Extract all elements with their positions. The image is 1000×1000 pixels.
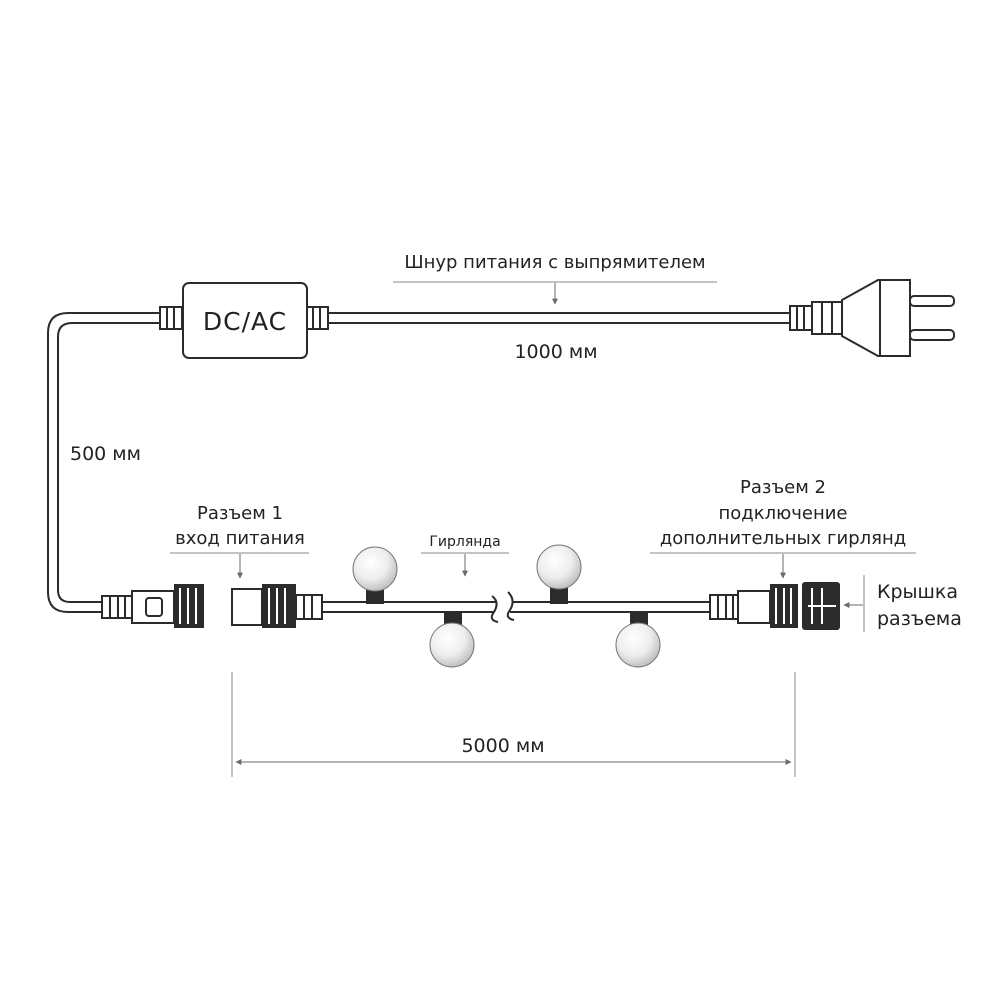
connector-cap-icon — [802, 582, 840, 630]
bulb-icon — [352, 546, 398, 604]
garland-wire — [322, 591, 710, 623]
connector-2-icon — [709, 584, 798, 628]
converter-box-icon: DC/AC — [182, 282, 308, 359]
garland-length-dimension — [231, 672, 796, 777]
power-cord-label: Шнур питания с выпрямителем — [404, 252, 705, 273]
cap-label-line-2: разъема — [877, 608, 962, 630]
converter-strain-relief-left — [159, 306, 183, 330]
cord-length-1000: 1000 мм — [514, 341, 597, 363]
connector-1-title: Разъем 1 — [197, 503, 283, 524]
converter-strain-relief-right — [305, 306, 329, 330]
connector-2-subtitle-2: дополнительных гирлянд — [660, 528, 906, 549]
bulb-icon — [429, 612, 475, 668]
cap-label-line-1: Крышка — [877, 581, 958, 603]
connector-1-icon — [231, 584, 323, 628]
cord-length-500: 500 мм — [70, 443, 141, 465]
power-cord — [47, 312, 790, 613]
cord-end-connector-icon — [101, 584, 204, 628]
garland-length-5000: 5000 мм — [461, 735, 544, 757]
connector-2-subtitle: подключение — [718, 503, 847, 524]
plug-icon — [789, 279, 955, 357]
connector-1-subtitle: вход питания — [175, 528, 305, 549]
bulb-icon — [536, 544, 582, 604]
converter-label: DC/AC — [203, 307, 287, 336]
connector-2-title: Разъем 2 — [740, 477, 826, 498]
garland-label: Гирлянда — [429, 534, 500, 550]
bulb-icon — [615, 612, 661, 668]
